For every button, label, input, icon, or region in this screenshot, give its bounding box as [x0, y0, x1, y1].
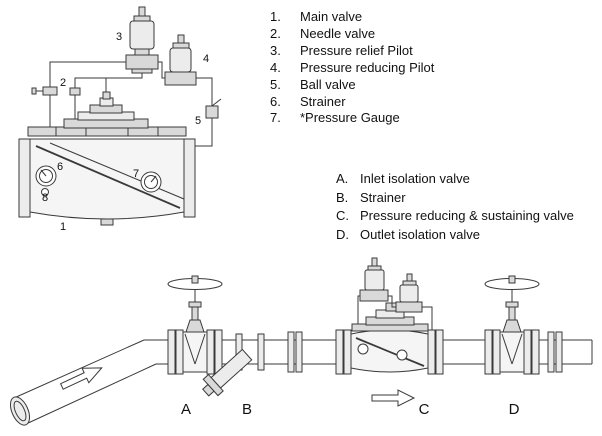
- y-strainer: [202, 333, 265, 397]
- legend-label: *Pressure Gauge: [300, 110, 400, 126]
- callout-6: 6: [57, 161, 63, 173]
- legend-row-6: 6. Strainer: [270, 94, 434, 111]
- legend-letter: A.: [336, 171, 349, 186]
- pressure-reducing-pilot: [164, 34, 197, 86]
- installation-schematic-drawing: A B C D: [9, 257, 593, 426]
- pressure-relief-pilot: [125, 6, 159, 74]
- legend-row-1: 1. Main valve: [270, 9, 434, 26]
- inlet-pipe: [9, 339, 157, 426]
- parts-legend: 1. Main valve 2. Needle valve 3. Pressur…: [270, 9, 434, 127]
- gate-valve-inlet: [167, 275, 223, 375]
- legend-label: Needle valve: [300, 25, 376, 41]
- prs-reducing-pilot: [395, 273, 423, 313]
- gauge-small-left: [357, 343, 369, 355]
- drain-fitting: [41, 188, 49, 196]
- legend-label: Inlet isolation valve: [360, 171, 470, 186]
- legend-row-4: 4. Pressure reducing Pilot: [270, 60, 434, 77]
- legend-row-7: 7. *Pressure Gauge: [270, 110, 434, 127]
- legend-number: 6.: [270, 93, 281, 109]
- legend-label: Ball valve: [300, 76, 356, 92]
- legend-letter: C.: [336, 208, 349, 224]
- callout-7: 7: [133, 168, 139, 180]
- ball-valve: [205, 98, 222, 119]
- legend-number: 7.: [270, 110, 281, 126]
- legend-label: Strainer: [360, 189, 406, 205]
- pipe-flange-pair-2: [547, 331, 563, 373]
- main-valve-body: [18, 91, 196, 226]
- installation-legend: A. Inlet isolation valve B. Strainer C. …: [336, 170, 574, 244]
- flow-arrow-main: [371, 389, 416, 407]
- gauge-small-right: [396, 349, 408, 361]
- legend-number: 2.: [270, 25, 281, 41]
- pressure-gauge-left: [35, 165, 57, 187]
- needle-valve: [31, 86, 58, 96]
- prs-relief-pilot: [359, 257, 389, 302]
- legend-label: Strainer: [300, 93, 346, 109]
- legend-label: Pressure reducing & sustaining valve: [360, 208, 574, 224]
- tee-fitting: [69, 87, 81, 96]
- pipeline-label-d: D: [509, 401, 520, 418]
- flow-arrow-inlet: [59, 367, 103, 390]
- legend-label: Pressure reducing Pilot: [300, 59, 435, 75]
- callout-5: 5: [195, 115, 201, 127]
- pipe-flange-pair-1: [287, 331, 303, 373]
- pipeline-label-b: B: [242, 401, 252, 418]
- callout-2: 2: [60, 77, 66, 89]
- legend-label: Outlet isolation valve: [360, 226, 480, 242]
- prs-pilot-tubing: [357, 295, 433, 330]
- callout-4: 4: [203, 53, 209, 65]
- callout-8: 8: [42, 192, 48, 204]
- gate-valve-outlet: [484, 275, 540, 375]
- legend-number: 4.: [270, 59, 281, 75]
- pressure-gauge-right: [140, 171, 162, 193]
- legend-number: 5.: [270, 76, 281, 92]
- legend-row-d: D. Outlet isolation valve: [336, 226, 574, 245]
- diaphragm-cover: [63, 91, 149, 129]
- legend-label: Main valve: [300, 9, 363, 24]
- legend-letter: B.: [336, 189, 349, 205]
- legend-row-2: 2. Needle valve: [270, 26, 434, 43]
- main-valve-detail-drawing: 3 4 2 5 6 7 8 1: [18, 6, 222, 233]
- legend-row-5: 5. Ball valve: [270, 77, 434, 94]
- pipeline-label-c: C: [419, 401, 430, 418]
- prs-valve: [335, 257, 444, 375]
- legend-row-3: 3. Pressure relief Pilot: [270, 43, 434, 60]
- legend-number: 1.: [270, 9, 281, 24]
- legend-row-a: A. Inlet isolation valve: [336, 170, 574, 189]
- callout-3: 3: [116, 31, 122, 43]
- legend-label: Pressure relief Pilot: [300, 42, 413, 58]
- prs-valve-dome: [365, 302, 415, 326]
- legend-number: 3.: [270, 42, 281, 58]
- legend-row-b: B. Strainer: [336, 189, 574, 208]
- legend-letter: D.: [336, 226, 349, 242]
- callout-1: 1: [60, 221, 66, 233]
- pipeline-label-a: A: [181, 401, 191, 418]
- legend-row-c: C. Pressure reducing & sustaining valve: [336, 207, 574, 226]
